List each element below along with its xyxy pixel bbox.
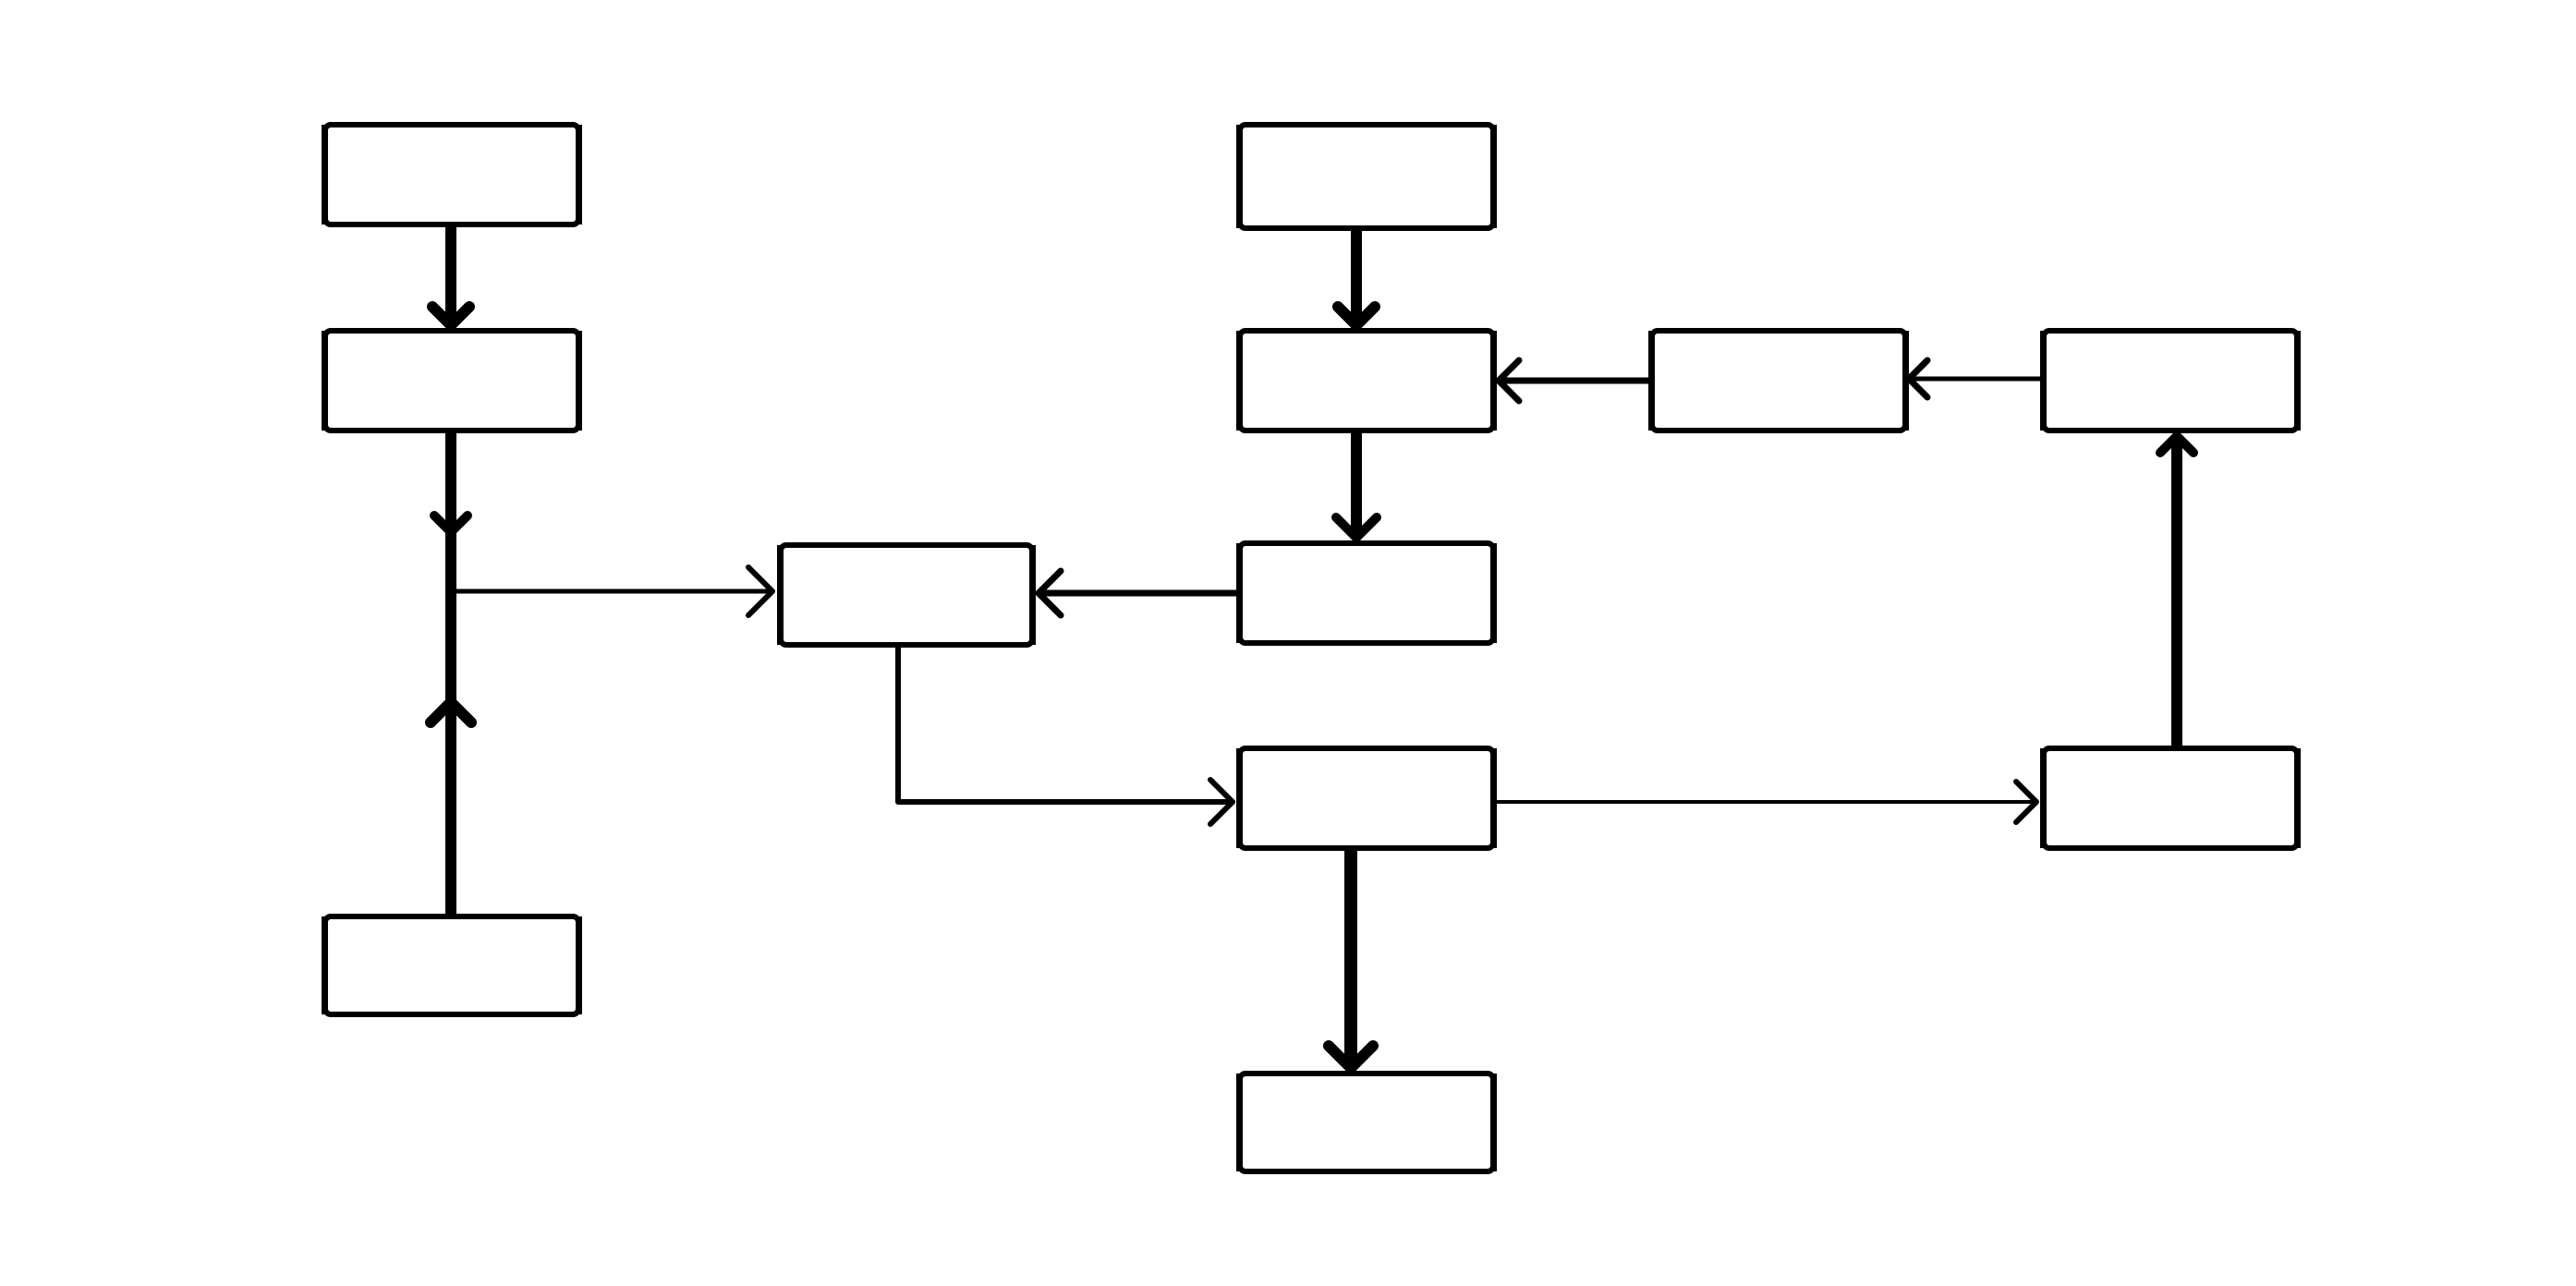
arrowhead-n10-n12: [2013, 779, 2039, 825]
diagram-node-n6: [1236, 328, 1497, 433]
diagram-node-n11: [1236, 1071, 1497, 1174]
arrowhead-n4-n10: [1208, 777, 1235, 827]
node-box: [778, 542, 1035, 648]
arrowhead-n7-n6: [1495, 357, 1523, 405]
diagram-node-n4: [777, 542, 1036, 648]
node-box: [1237, 746, 1496, 851]
diagram-node-n2: [322, 328, 582, 433]
arrowhead-n6-n9: [1331, 513, 1381, 542]
diagram-node-n1: [322, 122, 582, 227]
arrowhead-n1-n2: [427, 301, 475, 331]
node-box: [1237, 328, 1496, 433]
edges-layer: [425, 219, 2198, 1074]
node-box: [322, 328, 581, 433]
edge-n4-n10: [895, 642, 1235, 805]
node-box: [2041, 746, 2300, 851]
arrowhead-n12-n8: [2156, 431, 2198, 457]
arrowhead-junction-n4: [746, 564, 775, 618]
node-box: [1237, 122, 1496, 231]
arrowhead-n3-junction: [425, 697, 477, 728]
diagram-node-n8: [2040, 328, 2301, 433]
diagram-node-n10: [1236, 746, 1497, 851]
arrowhead-n10-n11: [1323, 1040, 1379, 1074]
node-box: [1237, 540, 1496, 646]
node-box: [1237, 1071, 1496, 1174]
node-box: [322, 122, 581, 227]
node-box: [322, 914, 581, 1017]
arrowhead-n2-junction: [430, 511, 472, 537]
diagram-node-n9: [1236, 540, 1497, 646]
nodes-layer: [322, 122, 2301, 1174]
diagram-node-n3: [322, 914, 582, 1017]
node-box: [1649, 328, 1908, 433]
diagram-node-n12: [2040, 746, 2301, 851]
diagram-node-n5: [1236, 122, 1497, 231]
arrowhead-n9-n4: [1035, 567, 1064, 619]
diagram-node-n7: [1648, 328, 1909, 433]
node-box: [2041, 328, 2300, 433]
arrowhead-n5-n6: [1332, 301, 1380, 331]
